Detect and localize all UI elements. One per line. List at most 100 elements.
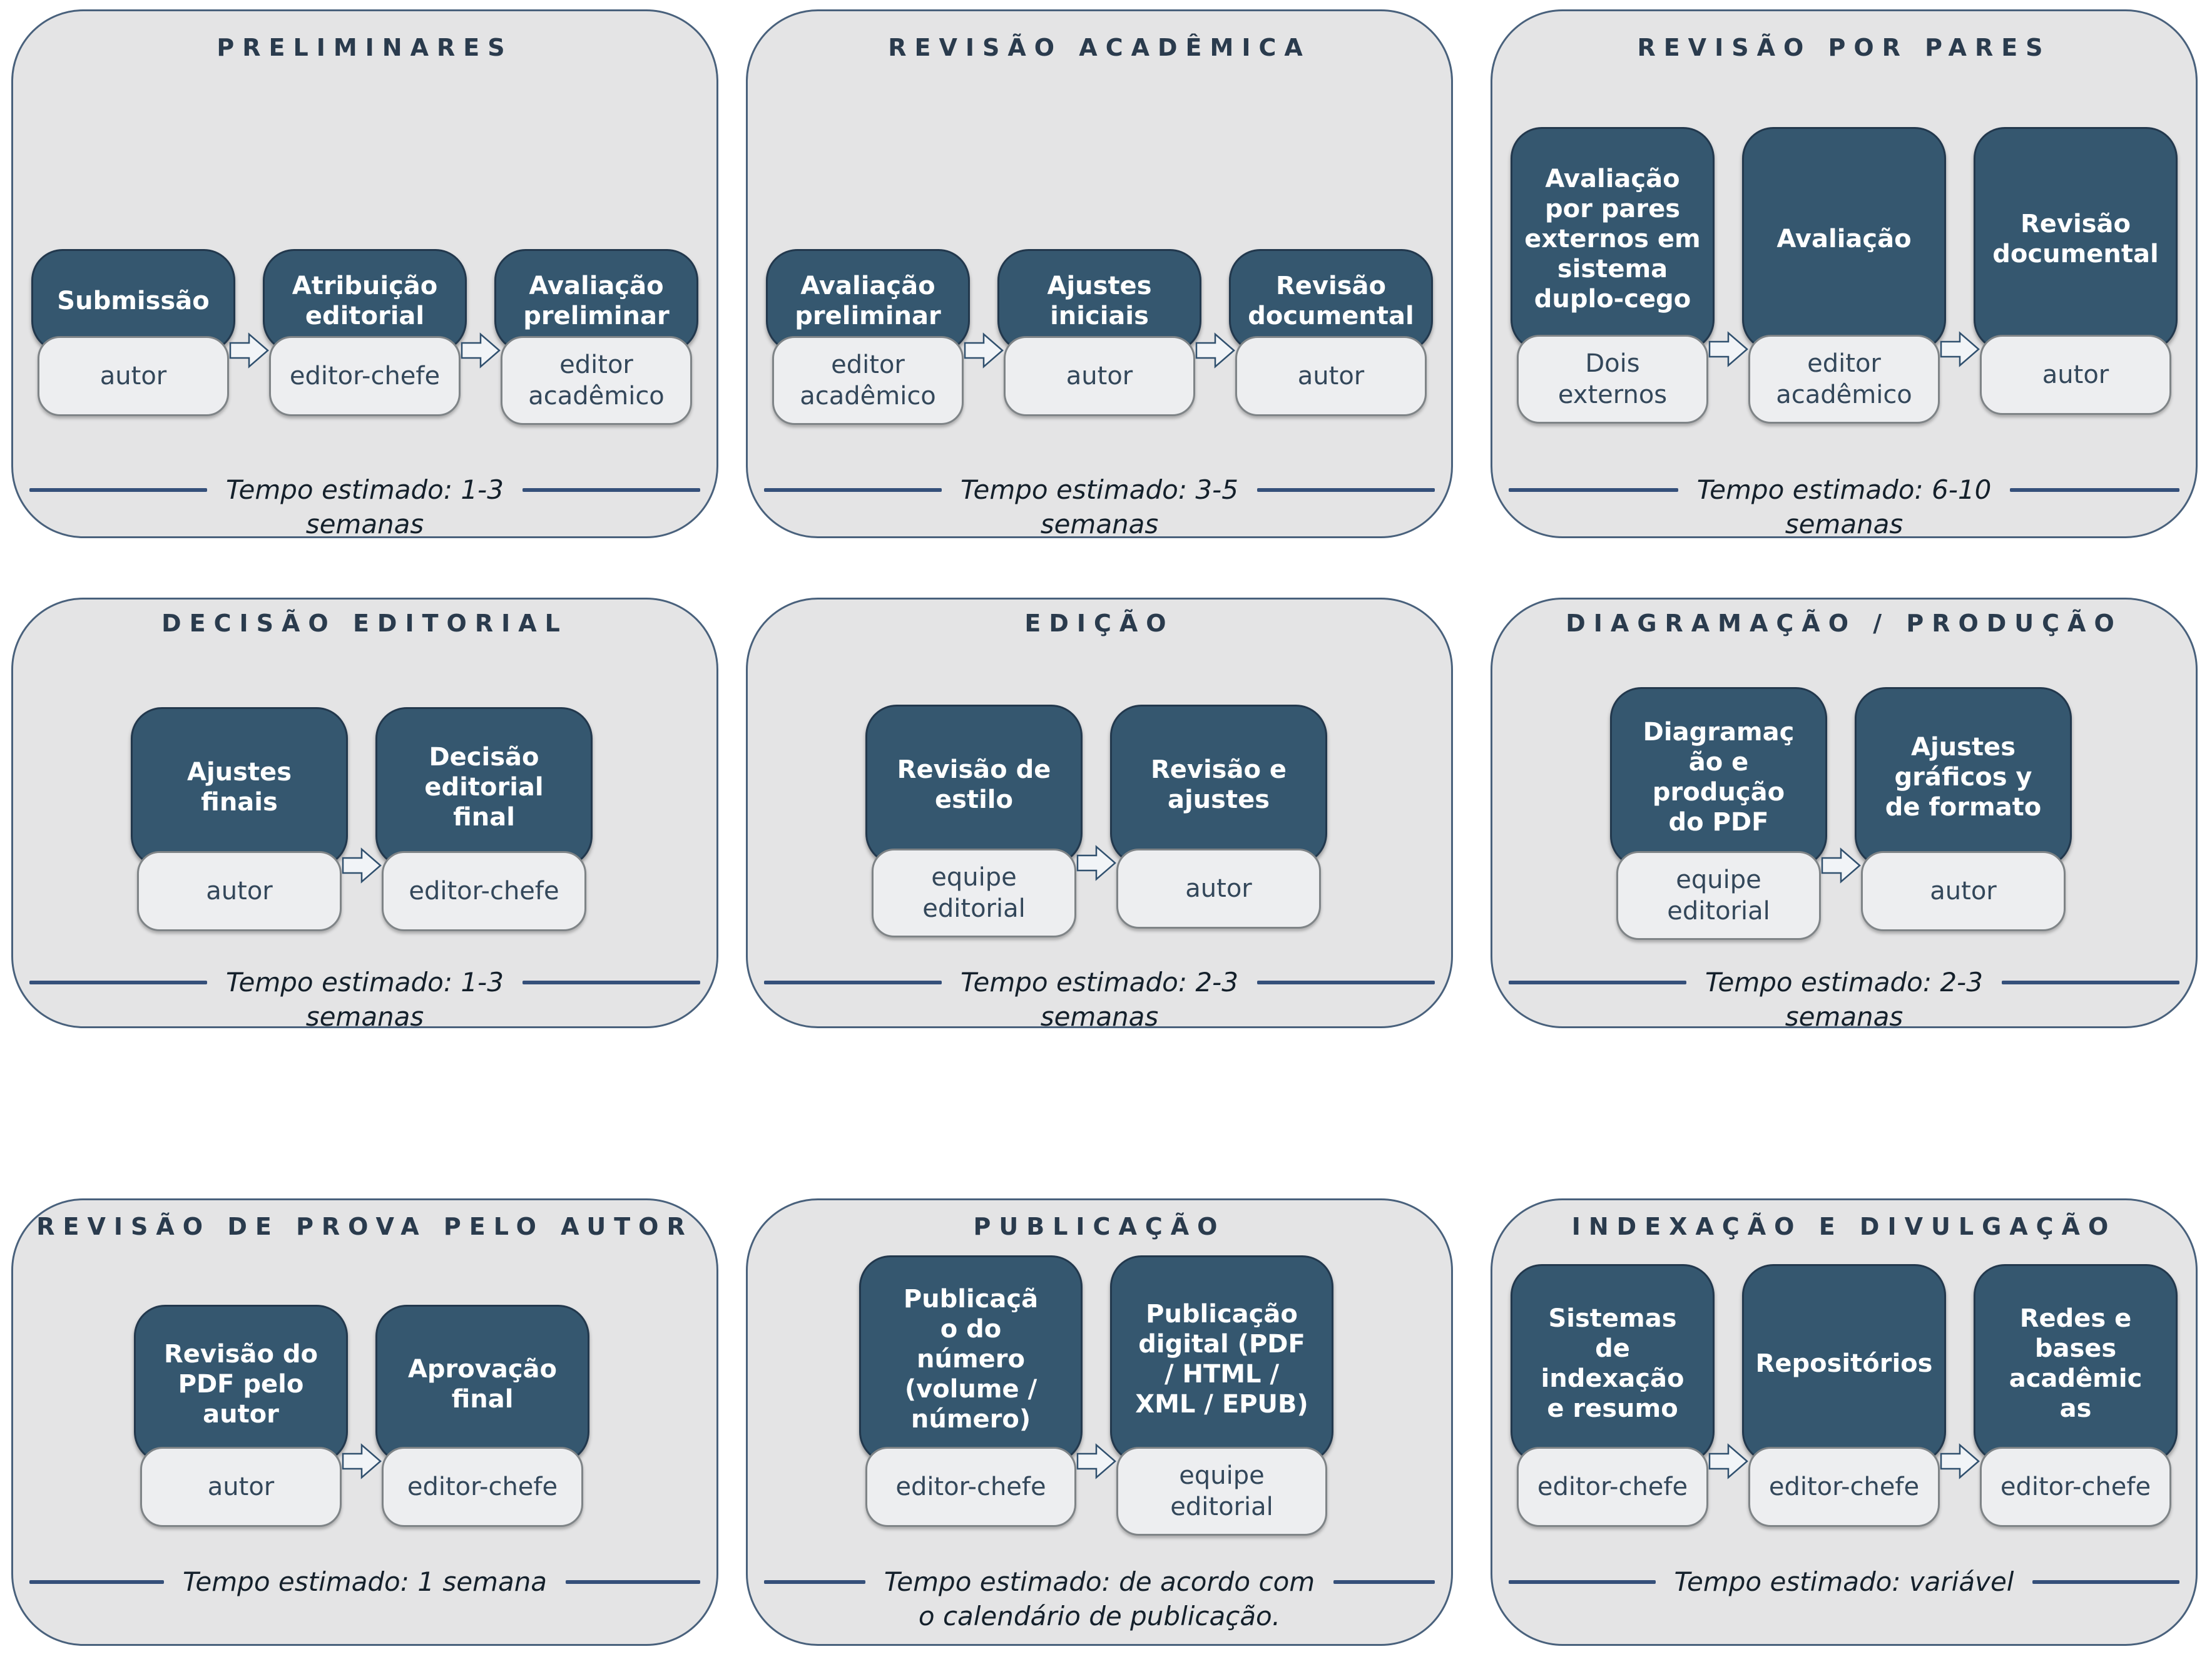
step-label-line: preliminar — [523, 301, 670, 330]
role-label: editor-chefe — [409, 877, 559, 906]
panel-title: PRELIMINARES — [217, 34, 513, 61]
tempo-label-line: Tempo estimado: 1-3 — [226, 967, 504, 998]
step-label-line: e resumo — [1547, 1394, 1678, 1423]
step-box: Repositórios — [1742, 1264, 1946, 1463]
step-label-line: Ajustes — [1047, 271, 1152, 300]
step-label-line: Aprovação — [407, 1354, 558, 1384]
step-label-line: iniciais — [1050, 301, 1149, 330]
flow-arrow-icon — [1940, 331, 1980, 367]
role-box: editor-chefe — [269, 336, 461, 416]
step-label-line: documental — [1248, 301, 1414, 330]
role-label: equipe editorial — [1170, 1461, 1273, 1521]
flow-arrow-icon — [1940, 1443, 1980, 1479]
role-label: autor — [1185, 874, 1252, 903]
panel-title: EDIÇÃO — [1024, 610, 1175, 637]
tempo-rule-left — [1509, 981, 1687, 984]
tempo-rule-right — [566, 1580, 700, 1584]
role-box: editor-chefe — [382, 851, 586, 931]
step-label-line: preliminar — [795, 301, 941, 330]
flow-arrow-icon — [1195, 332, 1235, 369]
step-label-line: do PDF — [1668, 808, 1769, 837]
step-label-line: finais — [201, 788, 278, 817]
role-label: editor-chefe — [2000, 1473, 2151, 1501]
role-label: editor-chefe — [407, 1473, 558, 1501]
step-label-line: de — [1595, 1334, 1630, 1363]
step-label-line: / HTML / — [1164, 1360, 1280, 1389]
role-label: editor acadêmico — [800, 350, 936, 411]
flow-arrow-icon — [342, 847, 382, 884]
step-label-line: documental — [1992, 240, 2159, 268]
tempo-rule-left — [764, 488, 942, 492]
tempo-label-line: Tempo estimado: 2-3 — [961, 967, 1238, 998]
step-label-line: editorial — [424, 773, 544, 802]
step-label-line: Revisão — [2021, 210, 2131, 238]
tempo-label-line: semanas — [1785, 1001, 1904, 1032]
step-label-line: Avaliação — [1545, 165, 1680, 193]
role-label: autor — [99, 362, 167, 391]
tempo-rule-right — [522, 488, 700, 492]
role-box: autor — [1004, 336, 1195, 416]
step-label-line: produção — [1652, 778, 1785, 807]
role-box: editor-chefe — [1980, 1447, 2171, 1527]
step-label-line: autor — [203, 1399, 279, 1429]
step-label-line: Avaliação — [1776, 225, 1912, 253]
panel-title: REVISÃO DE PROVA PELO AUTOR — [36, 1213, 693, 1240]
role-label: autor — [1297, 362, 1365, 391]
tempo-rule-right — [2010, 488, 2179, 492]
tempo-label-line: semanas — [1040, 508, 1159, 539]
step-label-line: Decisão — [429, 743, 539, 772]
panel-title: REVISÃO POR PARES — [1637, 34, 2051, 61]
step-label-line: PDF pelo — [178, 1369, 304, 1399]
role-label: autor — [206, 877, 273, 906]
tempo-label-line: semanas — [305, 508, 424, 539]
tempo-label-line: semanas — [305, 1001, 424, 1032]
role-box: autor — [137, 851, 342, 931]
tempo-rule-right — [1333, 1580, 1435, 1584]
role-box: editor acadêmico — [1748, 335, 1940, 424]
role-label: editor acadêmico — [1776, 349, 1912, 409]
role-label: editor acadêmico — [528, 350, 665, 411]
role-label: autor — [207, 1473, 275, 1501]
tempo-label-line: semanas — [1785, 508, 1904, 539]
step-label-line: Revisão de — [897, 755, 1051, 784]
tempo-label: Tempo estimado: 1 semana — [183, 1565, 547, 1600]
step-label-line: indexação — [1541, 1364, 1684, 1393]
tempo-rule-right — [522, 981, 700, 984]
role-box: editor-chefe — [382, 1447, 583, 1527]
step-label-line: Avaliação — [800, 271, 935, 300]
role-box: editor-chefe — [865, 1447, 1076, 1527]
flow-arrow-icon — [342, 1443, 382, 1479]
step-label-line: bases — [2034, 1334, 2117, 1363]
role-box: editor acadêmico — [772, 336, 964, 425]
